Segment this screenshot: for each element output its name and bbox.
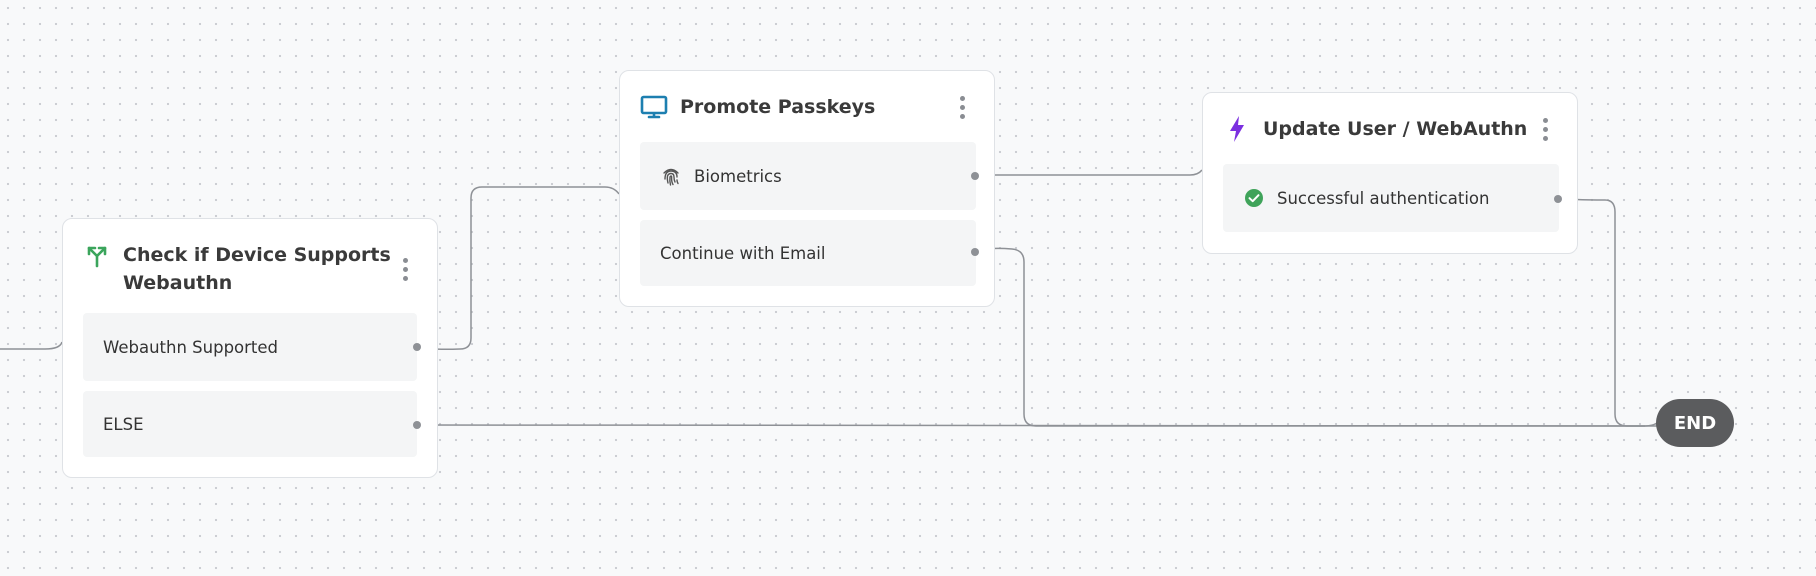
output-label: ELSE (103, 414, 144, 434)
node-title-line-2: Webauthn (123, 272, 233, 294)
output-label: Webauthn Supported (103, 337, 279, 357)
edge-webauthn-to-promote (417, 186, 620, 350)
dot-icon (402, 266, 408, 272)
dot-icon (402, 275, 408, 281)
end-node[interactable]: END (1656, 399, 1734, 447)
output-webauthn-supported[interactable]: Webauthn Supported (83, 313, 417, 381)
edge-incoming (0, 341, 63, 350)
check-circle-icon (1243, 187, 1265, 209)
output-continue-with-email[interactable]: Continue with Email (640, 220, 976, 286)
output-port[interactable] (413, 343, 421, 351)
output-port[interactable] (413, 421, 421, 429)
node-title: Promote Passkeys (680, 96, 876, 118)
output-biometrics[interactable]: Biometrics (640, 142, 976, 210)
monitor-icon (640, 93, 668, 121)
output-port[interactable] (971, 172, 979, 180)
dot-icon (402, 257, 408, 263)
node-title-line-1: Check if Device Supports (123, 244, 391, 266)
node-update-user-webauthn[interactable]: Update User / WebAuthn Successful authen… (1202, 92, 1578, 254)
node-header: Promote Passkeys (640, 93, 978, 121)
node-header: Update User / WebAuthn (1223, 115, 1561, 143)
node-title: Update User / WebAuthn (1263, 118, 1528, 140)
branch-icon (83, 241, 111, 269)
node-menu-button[interactable] (1537, 115, 1553, 143)
node-header: Check if Device Supports Webauthn (83, 241, 421, 297)
edge-email-to-end (974, 247, 1645, 427)
output-label: Successful authentication (1277, 188, 1490, 208)
dot-icon (959, 95, 965, 101)
node-menu-button[interactable] (397, 255, 413, 283)
dot-icon (1542, 126, 1548, 132)
output-label: Biometrics (694, 166, 782, 186)
dot-icon (1542, 117, 1548, 123)
dot-icon (1542, 135, 1548, 141)
node-check-device-webauthn[interactable]: Check if Device Supports Webauthn Webaut… (62, 218, 438, 478)
node-title: Check if Device Supports Webauthn (123, 241, 391, 297)
output-else[interactable]: ELSE (83, 391, 417, 457)
output-port[interactable] (1554, 195, 1562, 203)
output-label: Continue with Email (660, 243, 826, 263)
edge-biometrics-to-update (975, 169, 1203, 176)
dot-icon (959, 113, 965, 119)
output-port[interactable] (971, 248, 979, 256)
lightning-icon (1223, 115, 1251, 143)
node-promote-passkeys[interactable]: Promote Passkeys Biometrics Continue wit… (619, 70, 995, 307)
edge-else-to-end (417, 419, 1662, 427)
end-label: END (1673, 412, 1717, 434)
node-menu-button[interactable] (954, 93, 970, 121)
dot-icon (959, 104, 965, 110)
edge-success-to-end (1559, 197, 1661, 427)
output-successful-authentication[interactable]: Successful authentication (1223, 164, 1559, 232)
fingerprint-icon (660, 165, 682, 187)
